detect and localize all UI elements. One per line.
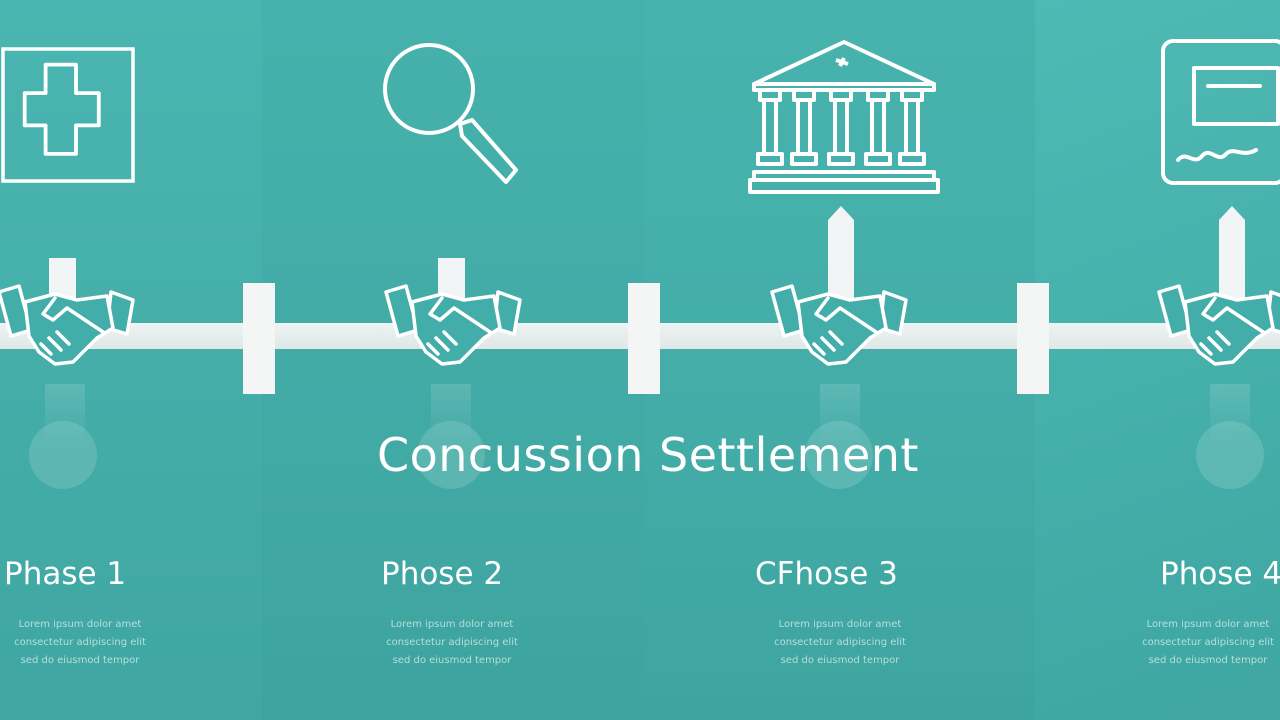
phase-2-title: Phose 2: [381, 556, 504, 592]
timeline-glow: [431, 384, 471, 444]
description-line: sed do eiusmod tempor: [1148, 655, 1268, 666]
phase-2-description: Lorem ipsum dolor amet consectetur adipi…: [362, 616, 542, 670]
timeline-node: [1017, 283, 1049, 394]
document-signature-icon: [1161, 39, 1280, 185]
description-line: Lorem ipsum dolor amet: [1146, 619, 1270, 630]
handshake-icon: [1157, 284, 1280, 366]
medical-cross-icon: [1, 47, 135, 183]
description-line: Lorem ipsum dolor amet: [18, 619, 142, 630]
description-line: sed do eiusmod tempor: [20, 655, 140, 666]
handshake-icon: [770, 284, 908, 366]
page-title: Concussion Settlement: [377, 428, 919, 482]
description-line: sed do eiusmod tempor: [392, 655, 512, 666]
timeline-stem-arrow: [828, 206, 854, 302]
phase-4-title: Phose 4: [1160, 556, 1280, 592]
handshake-icon: [0, 284, 135, 366]
handshake-icon: [384, 284, 522, 366]
description-line: consectetur adipiscing elit: [774, 637, 906, 648]
timeline-stem: [49, 258, 76, 298]
timeline-node: [628, 283, 660, 394]
description-line: consectetur adipiscing elit: [386, 637, 518, 648]
description-line: consectetur adipiscing elit: [14, 637, 146, 648]
courthouse-icon: [748, 40, 940, 194]
timeline-glow: [45, 384, 85, 444]
timeline-glow: [1210, 384, 1250, 444]
phase-1-description: Lorem ipsum dolor amet consectetur adipi…: [0, 616, 160, 670]
phase-3-description: Lorem ipsum dolor amet consectetur adipi…: [750, 616, 930, 670]
phase-marker-circle: [805, 421, 873, 489]
phase-marker-circle: [417, 421, 485, 489]
phase-marker-circle: [29, 421, 97, 489]
description-line: sed do eiusmod tempor: [780, 655, 900, 666]
phase-1-title: Phase 1: [4, 556, 127, 592]
phase-4-description: Lorem ipsum dolor amet consectetur adipi…: [1136, 616, 1280, 670]
timeline-node: [243, 283, 275, 394]
description-line: Lorem ipsum dolor amet: [390, 619, 514, 630]
description-line: Lorem ipsum dolor amet: [778, 619, 902, 630]
timeline-stem-arrow: [1219, 206, 1245, 302]
description-line: consectetur adipiscing elit: [1142, 637, 1274, 648]
phase-marker-circle: [1196, 421, 1264, 489]
phase-4-panel: [1035, 0, 1280, 720]
phase-3-title: CFhose 3: [755, 556, 898, 592]
timeline-glow: [820, 384, 860, 444]
timeline-stem: [438, 258, 465, 298]
magnifying-glass-icon: [383, 43, 518, 184]
